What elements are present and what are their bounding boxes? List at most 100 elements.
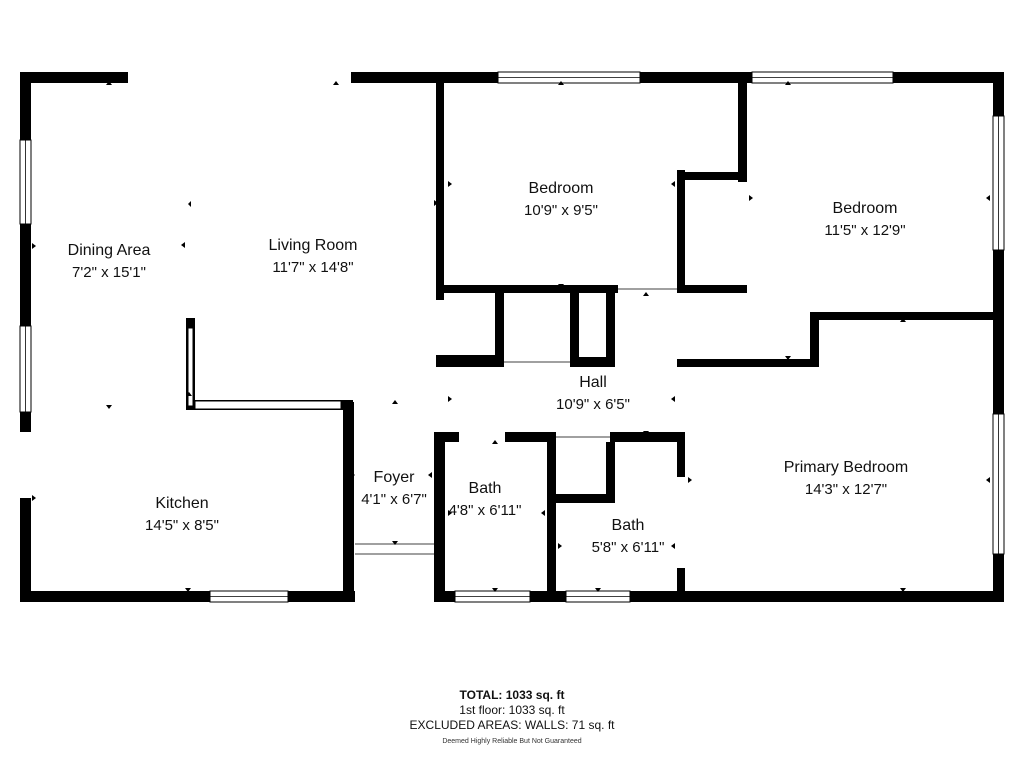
tick: [749, 195, 753, 201]
room-dims-bath-2: 5'8" x 6'11": [592, 539, 665, 556]
wall-closet-west: [738, 72, 747, 182]
tick: [785, 356, 791, 360]
tick: [492, 588, 498, 592]
tick: [448, 181, 452, 187]
interior-doorways: [459, 285, 685, 568]
wall-living-east: [436, 72, 444, 300]
room-dims-bedroom-2: 11'5" x 12'9": [824, 222, 905, 239]
opening-dining-left: [20, 432, 31, 498]
room-dims-bath-1: 4'8" x 6'11": [449, 502, 522, 519]
room-dims-foyer: 4'1" x 6'7": [361, 491, 427, 508]
area-summary: TOTAL: 1033 sq. ft 1st floor: 1033 sq. f…: [0, 688, 1024, 747]
tick: [32, 495, 36, 501]
tick: [492, 440, 498, 444]
opening-dining-top: [128, 72, 351, 83]
interior-walls: [186, 72, 1000, 602]
tick: [785, 81, 791, 85]
wall-right: [993, 72, 1004, 602]
room-name-primary-bedroom: Primary Bedroom: [784, 459, 908, 476]
room-name-kitchen: Kitchen: [155, 495, 208, 512]
room-labels: Dining Area 7'2" x 15'1" Living Room 11'…: [68, 180, 909, 556]
room-name-hall: Hall: [579, 374, 607, 391]
disclaimer: Deemed Highly Reliable But Not Guarantee…: [442, 738, 582, 745]
opening-foyer-door: [355, 543, 434, 555]
wall-bath2-stub-h: [553, 494, 615, 503]
room-dims-dining-area: 7'2" x 15'1": [72, 264, 146, 281]
door-primary: [677, 477, 685, 568]
wall-bottom-east: [434, 591, 1004, 602]
wall-hallcloset-1: [495, 285, 504, 367]
tick: [541, 510, 545, 516]
wall-hallcloset-3: [606, 293, 615, 367]
room-name-foyer: Foyer: [374, 469, 416, 486]
room-name-living-room: Living Room: [269, 237, 358, 254]
tick: [671, 396, 675, 402]
room-name-bedroom-2: Bedroom: [833, 200, 898, 217]
wall-hall-south-b: [505, 432, 555, 442]
tick: [428, 472, 432, 478]
wall-hallcloset-base-b: [570, 357, 615, 367]
wall-bed2-step: [810, 312, 819, 367]
wall-foyer-right: [434, 432, 445, 602]
tick: [558, 284, 564, 288]
tick: [181, 242, 185, 248]
tick: [434, 200, 438, 206]
tick: [392, 400, 398, 404]
wall-bed2-bottom-a: [677, 359, 818, 367]
tick: [900, 588, 906, 592]
tick: [558, 543, 562, 549]
tick: [595, 588, 601, 592]
tick: [900, 318, 906, 322]
tick: [186, 392, 192, 396]
room-name-bedroom-1: Bedroom: [529, 180, 594, 197]
room-name-dining-area: Dining Area: [68, 242, 151, 259]
room-dims-hall: 10'9" x 6'5": [556, 396, 630, 413]
tick: [986, 477, 990, 483]
wall-foyer-left: [343, 402, 354, 602]
floor-area: 1st floor: 1033 sq. ft: [459, 703, 565, 717]
floor-plan: Dining Area 7'2" x 15'1" Living Room 11'…: [19, 71, 1005, 603]
tick: [32, 243, 36, 249]
tick: [392, 541, 398, 545]
tick: [671, 181, 675, 187]
tick: [558, 81, 564, 85]
room-name-bath-1: Bath: [469, 480, 502, 497]
wall-hallcloset-base-a: [436, 355, 504, 367]
wall-hallcloset-2: [570, 285, 579, 367]
wall-hall-south-a: [434, 432, 459, 442]
tick: [688, 477, 692, 483]
window-kitchen-stub: [187, 327, 194, 407]
window-kitchen-counter: [194, 400, 342, 410]
wall-primary-west-b: [677, 568, 685, 602]
room-dims-living-room: 11'7" x 14'8": [272, 259, 353, 276]
tick: [188, 201, 191, 207]
wall-closet-bottom: [677, 285, 747, 293]
tick: [643, 292, 649, 296]
tick: [106, 81, 112, 85]
room-dims-primary-bedroom: 14'3" x 12'7": [805, 481, 887, 498]
room-dims-bedroom-1: 10'9" x 9'5": [524, 202, 598, 219]
wall-bottom-west: [20, 591, 355, 602]
room-dims-kitchen: 14'5" x 8'5": [145, 517, 219, 534]
openings: [20, 72, 434, 555]
tick: [333, 81, 339, 85]
tick: [671, 543, 675, 549]
wall-closet-mid: [677, 172, 747, 180]
wall-hall-south-c: [610, 432, 685, 442]
tick: [986, 195, 990, 201]
wall-bed2-bottom-b: [810, 312, 1000, 320]
wall-bath-divider: [547, 432, 556, 602]
room-name-bath-2: Bath: [612, 517, 645, 534]
wall-primary-west-a: [677, 432, 685, 477]
tick: [351, 472, 355, 478]
windows: [19, 71, 1005, 603]
wall-bath2-stub-v: [606, 432, 615, 502]
tick: [106, 405, 112, 409]
tick: [185, 588, 191, 592]
tick: [448, 510, 452, 516]
door-bath1: [459, 432, 505, 442]
total-area: TOTAL: 1033 sq. ft: [459, 688, 565, 702]
wall-bed1-bottom: [436, 285, 618, 293]
tick: [448, 396, 452, 402]
excluded-areas: EXCLUDED AREAS: WALLS: 71 sq. ft: [409, 718, 615, 732]
